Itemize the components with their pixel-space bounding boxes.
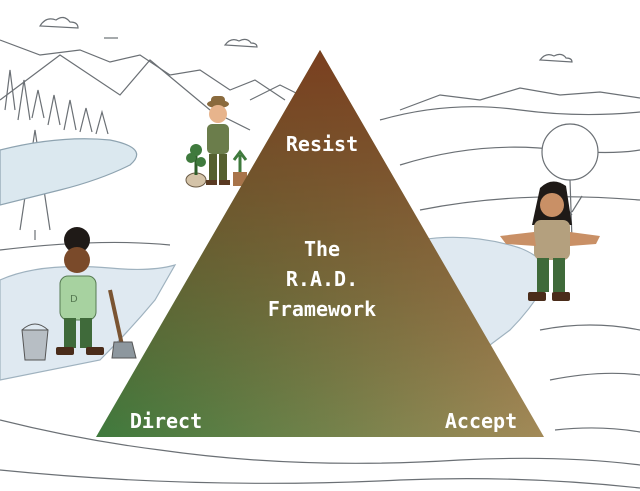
rad-pyramid [96,50,544,437]
hills [419,196,640,211]
vertex-label-direct: Direct [130,409,202,433]
ground-lines [549,372,640,381]
cloud [38,16,79,29]
hills [379,106,640,121]
mountain-range [399,87,640,111]
ranger-with-shovel: D [21,227,137,361]
ground-lines [0,241,171,251]
svg-text:D: D [70,294,78,305]
ranger-shrugging [500,181,600,301]
center-title-line-1: The [304,237,340,261]
hills [399,146,640,166]
ground-lines [554,427,640,433]
ranger-with-seedlings [185,96,248,188]
vertex-label-accept: Accept [445,409,517,433]
cloud [223,38,258,48]
ground-lines [0,419,640,466]
mountain-range [0,39,286,101]
deciduous-tree [541,123,599,181]
center-title-line-2: R.A.D. [286,267,358,291]
vertex-label-resist: Resist [286,132,358,156]
pine-trees [4,69,109,135]
ground-lines [539,324,640,331]
ground-lines [0,469,640,489]
river [0,138,138,206]
center-title-line-3: Framework [268,297,376,321]
mountain-range [249,84,301,101]
cloud [538,53,573,63]
